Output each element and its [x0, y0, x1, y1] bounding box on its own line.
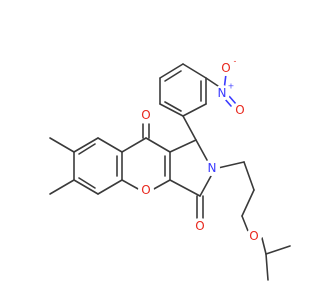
ketone-oxygen-label: O: [141, 108, 150, 122]
nitro-nitrogen-charge: +: [228, 82, 235, 91]
molecule-structure: O O N O O N + O - O: [49, 57, 291, 281]
nitro-oxygen-top-label: O: [221, 61, 230, 75]
nitro-oxygen-bottom-label: O: [235, 103, 244, 117]
lactam-oxygen-label: O: [195, 219, 204, 233]
lactam-nitrogen-label: N: [208, 161, 217, 175]
nitro-oxygen-top-charge: -: [234, 57, 237, 66]
ether-oxygen-label: O: [249, 229, 258, 243]
nitro-nitrogen-label: N: [218, 86, 227, 100]
bond-lines: [49, 63, 291, 281]
atom-labels: O O N O O N + O - O: [138, 57, 262, 244]
ring-oxygen-label: O: [141, 183, 150, 197]
